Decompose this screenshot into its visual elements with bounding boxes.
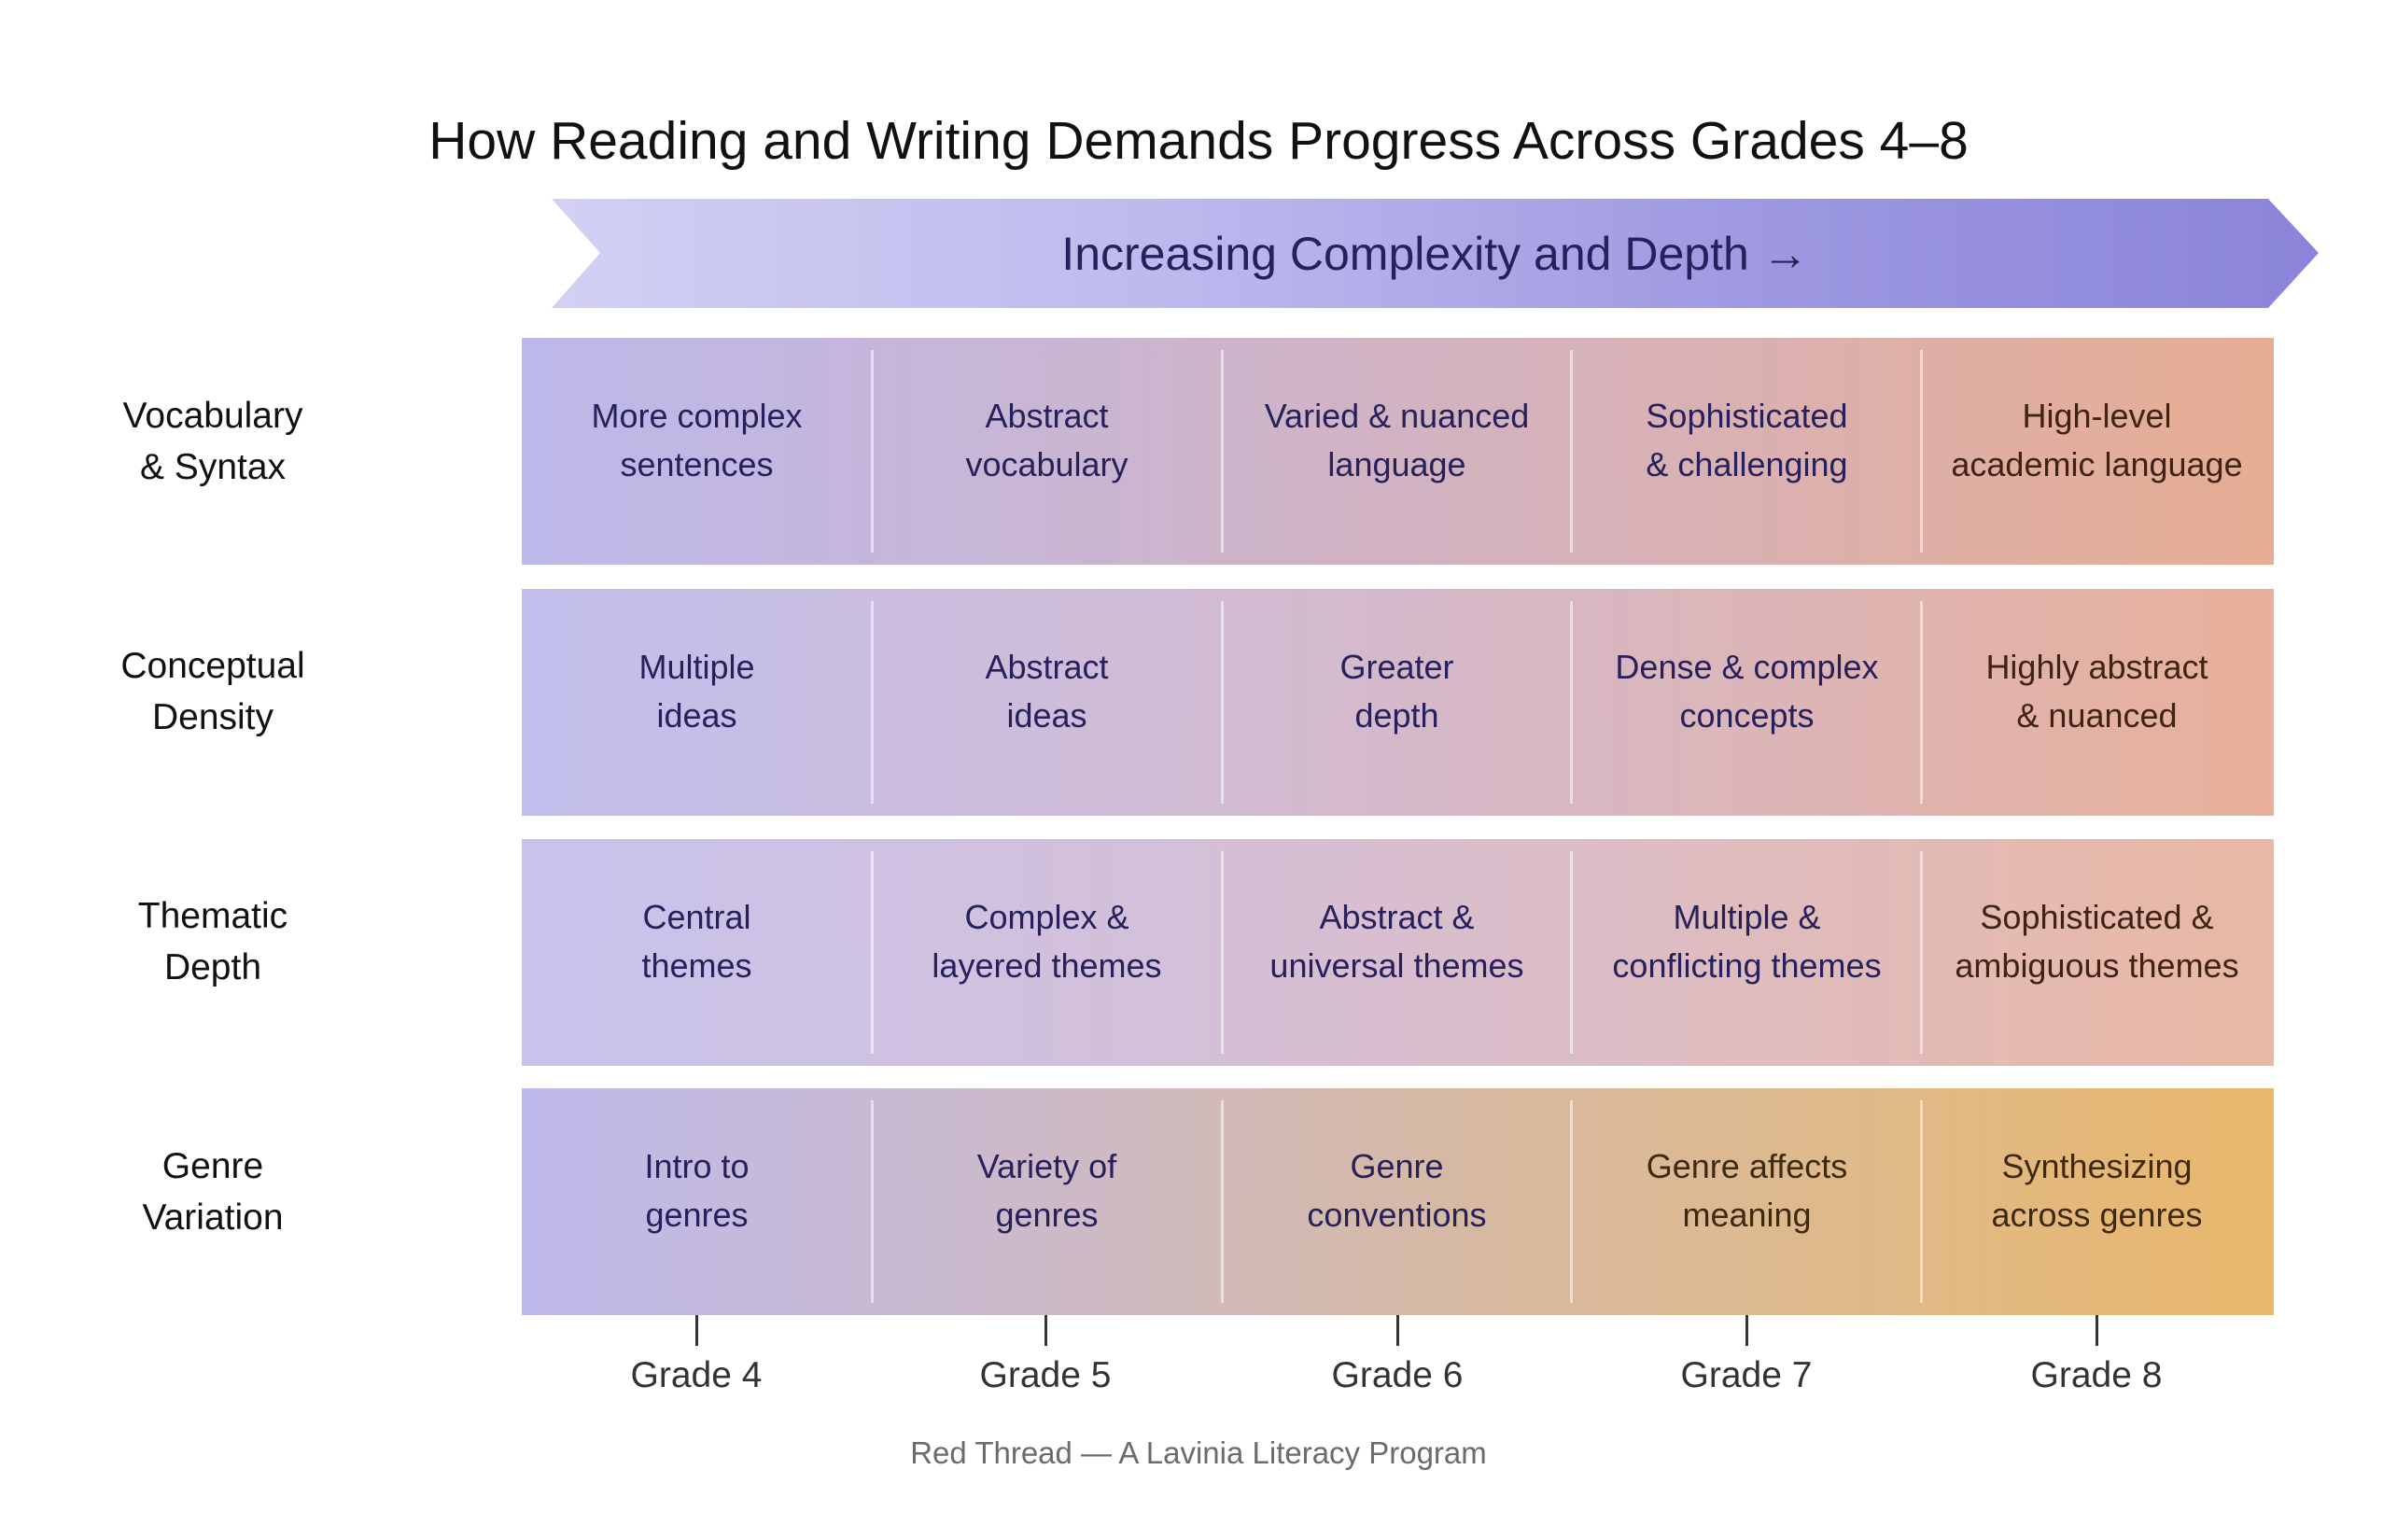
column-divider bbox=[1570, 601, 1573, 804]
row-label-line: Variation bbox=[142, 1197, 284, 1238]
complexity-banner-arrow: Increasing Complexity and Depth → bbox=[552, 199, 2319, 308]
axis-label-grade-5: Grade 5 bbox=[979, 1355, 1112, 1395]
row-label-vocabulary-syntax: Vocabulary & Syntax bbox=[56, 390, 370, 493]
column-divider bbox=[1221, 1100, 1224, 1303]
chart-title: How Reading and Writing Demands Progress… bbox=[428, 111, 1969, 171]
cell-thematic-grade5: Complex &layered themes bbox=[932, 898, 1162, 985]
row-label-line: Density bbox=[151, 697, 274, 737]
cell-vocab-grade7: Sophisticated& challenging bbox=[1646, 397, 1848, 483]
row-label-line: & Syntax bbox=[139, 447, 287, 487]
banner-arrow-shape bbox=[552, 199, 2319, 308]
row-label-thematic-depth: Thematic Depth bbox=[56, 890, 370, 993]
cell-thematic-grade6: Abstract &universal themes bbox=[1269, 898, 1524, 985]
axis-label-grade-8: Grade 8 bbox=[2030, 1355, 2163, 1395]
column-divider bbox=[1570, 350, 1573, 553]
row-label-line: Vocabulary bbox=[122, 396, 303, 436]
column-divider bbox=[871, 350, 874, 553]
row-label-genre-variation: Genre Variation bbox=[56, 1141, 370, 1243]
column-divider bbox=[1920, 350, 1923, 553]
axis-tick bbox=[695, 1315, 698, 1346]
column-divider bbox=[1221, 851, 1224, 1054]
axis-label-grade-7: Grade 7 bbox=[1680, 1355, 1813, 1395]
column-divider bbox=[1221, 601, 1224, 804]
column-divider bbox=[1920, 851, 1923, 1054]
cell-concept-grade8: Highly abstract& nuanced bbox=[1985, 648, 2208, 735]
banner-label: Increasing Complexity and Depth → bbox=[1061, 227, 1809, 280]
column-divider bbox=[1570, 851, 1573, 1054]
column-divider bbox=[1221, 350, 1224, 553]
footer-credit: Red Thread — A Lavinia Literacy Program bbox=[910, 1435, 1487, 1470]
column-divider bbox=[871, 1100, 874, 1303]
column-divider bbox=[871, 851, 874, 1054]
column-divider bbox=[1570, 1100, 1573, 1303]
axis-tick bbox=[1396, 1315, 1399, 1346]
axis-tick bbox=[2096, 1315, 2098, 1346]
cell-thematic-grade8: Sophisticated &ambiguous themes bbox=[1955, 898, 2239, 985]
row-label-line: Conceptual bbox=[120, 646, 305, 686]
axis-tick bbox=[1044, 1315, 1047, 1346]
axis-label-grade-6: Grade 6 bbox=[1331, 1355, 1464, 1395]
row-label-line: Thematic bbox=[137, 896, 288, 936]
column-divider bbox=[1920, 601, 1923, 804]
row-label-line: Depth bbox=[163, 947, 262, 987]
axis-label-grade-4: Grade 4 bbox=[630, 1355, 763, 1395]
row-label-line: Genre bbox=[161, 1146, 264, 1186]
row-label-conceptual-density: Conceptual Density bbox=[56, 640, 370, 743]
cell-thematic-grade7: Multiple &conflicting themes bbox=[1612, 898, 1882, 985]
column-divider bbox=[871, 601, 874, 804]
axis-tick bbox=[1745, 1315, 1748, 1346]
column-divider bbox=[1920, 1100, 1923, 1303]
